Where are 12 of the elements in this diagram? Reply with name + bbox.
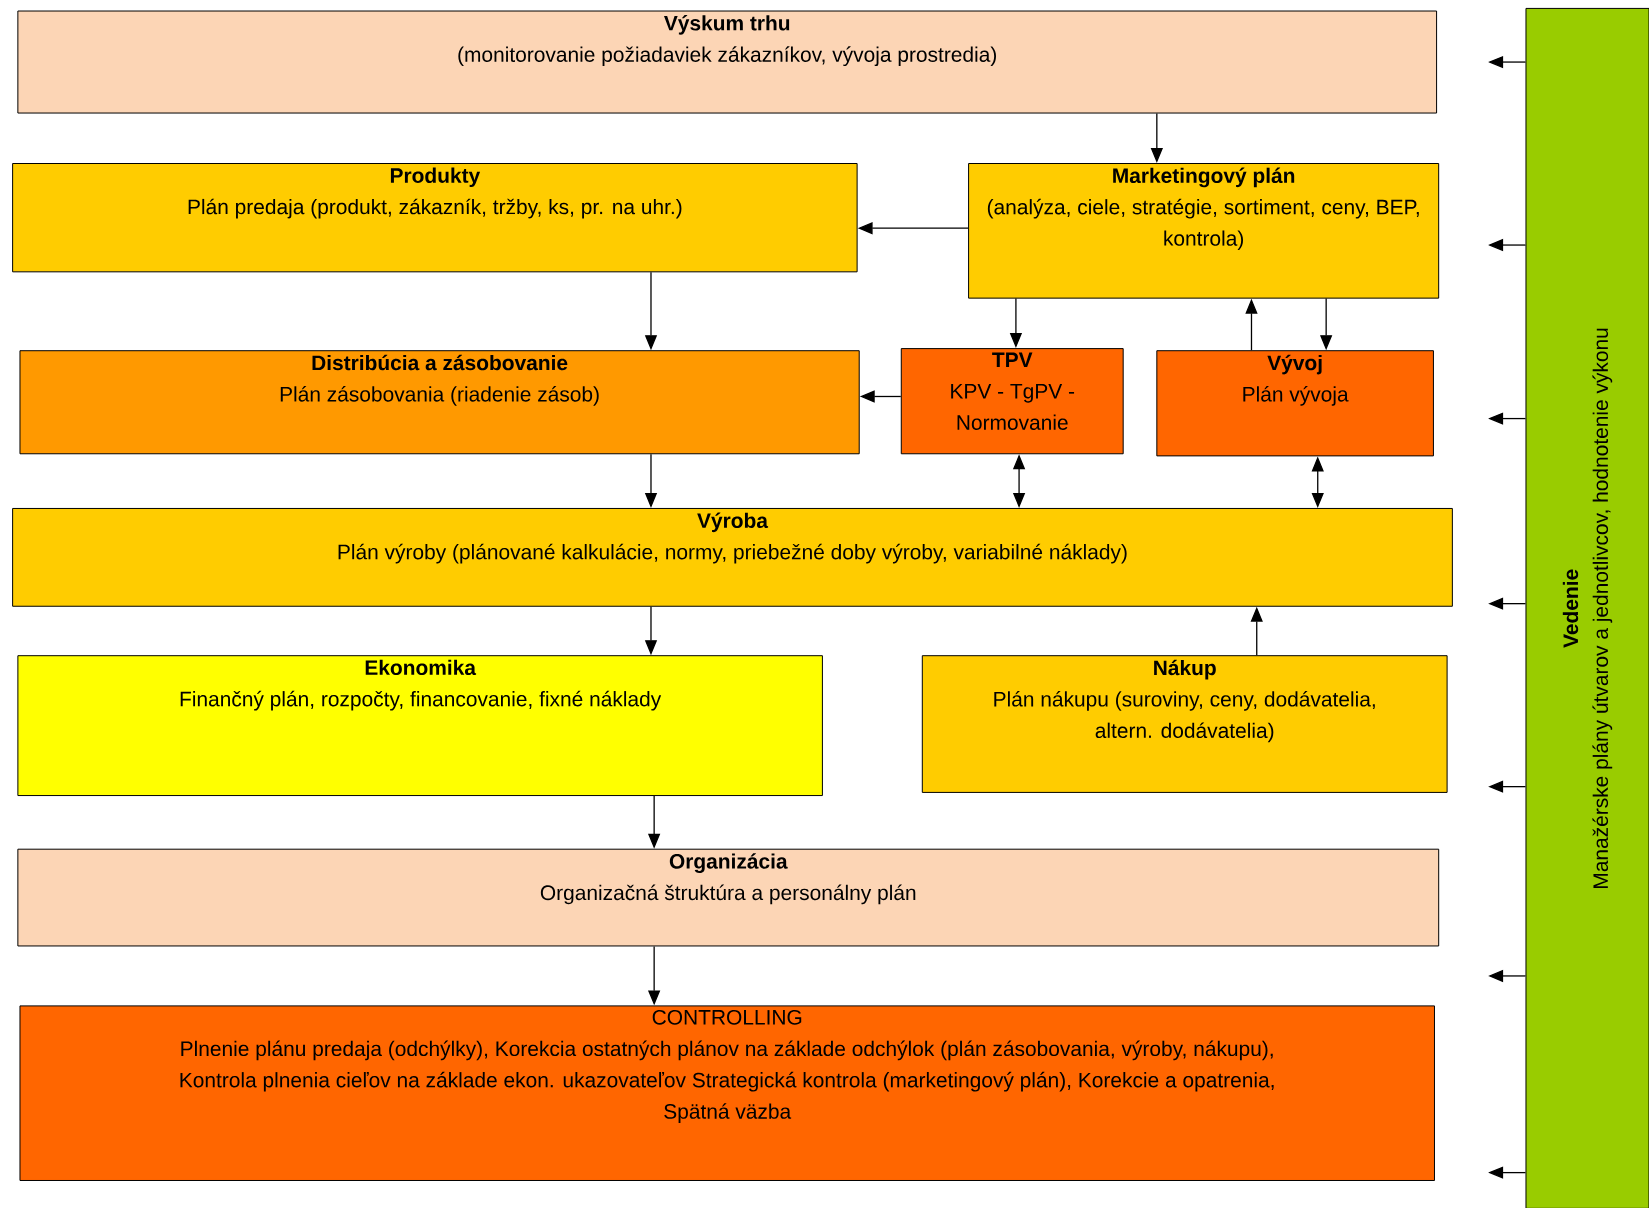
plan-box: CONTROLLING Plnenie plánu predaja (odchýlky), Korekcia ostatných plánov na základe odchýlok (plán zásobovania, výroby, nákupu), Kontrola plnenia cieľov na základe ekon. ukazovateľov Strategická kontrola (marketingový plán), Korekcie a opatrenia, Spätná väzba [19, 1005, 1435, 1181]
plan-box: TPV KPV - TgPV - Normovanie [900, 348, 1124, 455]
plan-box: Organizácia Organizačná štruktúra a personálny plán [17, 848, 1440, 947]
plan-box: Distribúcia a zásobovanie Plán zásobovania (riadenie zásob) [19, 350, 860, 455]
plan-box: Výroba Plán výroby (plánované kalkulácie, normy, priebežné doby výroby, variabilné náklady) [12, 507, 1453, 607]
plan-box: Nákup Plán nákupu (suroviny, ceny, dodávatelia, altern. dodávatelia) [921, 655, 1448, 793]
plan-box: Výskum trhu (monitorovanie požiadaviek zákazníkov, vývoja prostredia) [17, 10, 1438, 114]
plan-box: Vývoj Plán vývoja [1156, 350, 1434, 457]
plan-box: Ekonomika Finančný plán, rozpočty, financovanie, fixné náklady [17, 655, 823, 797]
plan-box: Marketingový plán (analýza, ciele, stratégie, sortiment, ceny, BEP, kontrola) [968, 163, 1440, 299]
plan-box: Vedenie Manažérske plány útvarov a jednotlivcov, hodnotenie výkonu [1525, 7, 1649, 1208]
plan-box: Produkty Plán predaja (produkt, zákazník, tržby, ks, pr. na uhr.) [12, 163, 858, 273]
